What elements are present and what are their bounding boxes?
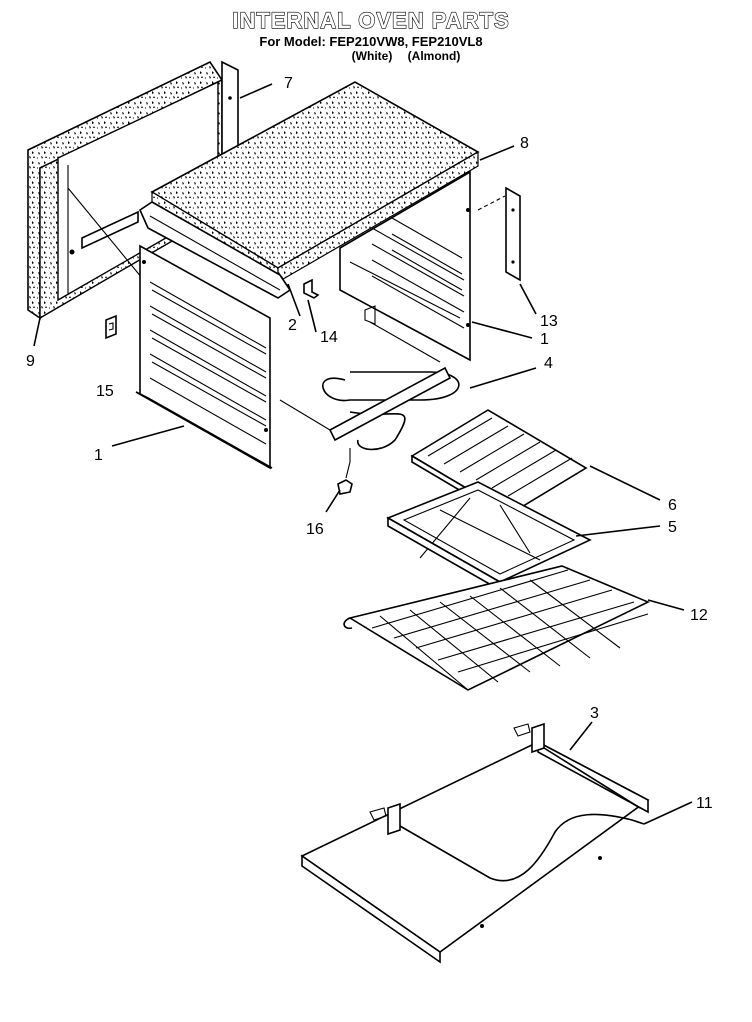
callout-5: 5 (668, 519, 677, 536)
callout-15: 15 (96, 383, 114, 400)
callout-14: 14 (320, 329, 338, 346)
part-1-right-side-panel (339, 170, 471, 362)
callout-8: 8 (520, 135, 529, 152)
callout-16: 16 (306, 521, 324, 538)
model-line: For Model: FEP210VW8, FEP210VL8 (259, 34, 483, 49)
part-3-bottom-panel (300, 722, 650, 964)
part-5-broiler-pan (386, 481, 592, 592)
callout-1a: 1 (94, 447, 103, 464)
part-11-broil-element (399, 747, 645, 882)
leader-lines (33, 83, 693, 825)
callout-11: 11 (696, 795, 713, 812)
callout-3: 3 (590, 705, 599, 722)
diagram-title: INTERNAL OVEN PARTS (232, 7, 510, 33)
part-1-left-side-panel (135, 244, 273, 470)
part-14-clip (303, 278, 320, 299)
color-almond: (Almond) (407, 49, 461, 63)
part-4-bake-element (279, 305, 460, 479)
callout-4: 4 (544, 355, 553, 372)
callout-6: 6 (668, 497, 677, 514)
color-white: (White) (351, 49, 393, 63)
part-13-bracket (477, 186, 521, 282)
diagram-header: INTERNAL OVEN PARTS For Model: FEP210VW8… (0, 7, 752, 63)
callout-2: 2 (288, 317, 297, 334)
callout-12: 12 (690, 607, 708, 624)
callout-labels: 7 8 9 2 14 13 1 4 15 1 16 6 5 12 3 11 (26, 75, 713, 812)
callout-9: 9 (26, 353, 35, 370)
part-12-oven-rack (343, 565, 650, 691)
part-15-clip (105, 314, 117, 340)
callout-13: 13 (540, 313, 558, 330)
callout-7: 7 (284, 75, 293, 92)
callout-1b: 1 (540, 331, 549, 348)
color-line: (White) (Almond) (60, 49, 752, 63)
part-16-clip (337, 479, 353, 495)
